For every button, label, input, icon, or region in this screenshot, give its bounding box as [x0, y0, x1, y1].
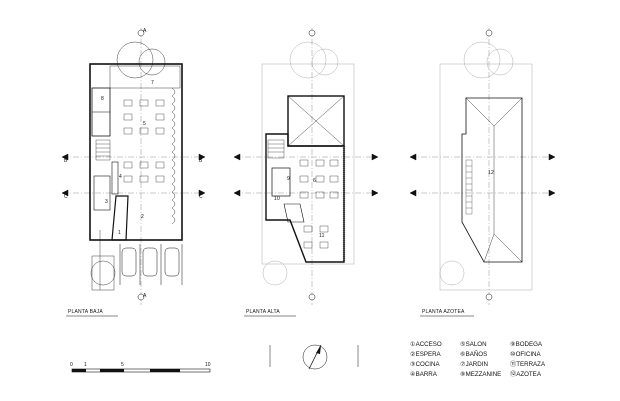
scale-bar	[71, 368, 211, 373]
legend-label: ESPERA	[415, 351, 441, 358]
legend-number: ①	[410, 341, 416, 348]
axis-lines	[410, 28, 555, 305]
skylight	[465, 159, 473, 215]
legend-label: BODEGA	[515, 341, 543, 348]
legend-number: ⑪	[510, 361, 517, 368]
scale-label-one: 1	[84, 362, 87, 368]
ground-plan-title: PLANTA BAJA	[68, 309, 103, 315]
legend-number: ③	[410, 361, 416, 368]
section-markers	[233, 29, 379, 301]
section-label: A	[143, 28, 147, 34]
legend-label: SALON	[465, 341, 487, 348]
legend-number: ②	[410, 351, 416, 358]
legend-item: ④BARRA	[410, 371, 460, 381]
legend-item: ②ESPERA	[410, 351, 460, 361]
room-number: 4	[119, 174, 122, 180]
section-markers	[409, 29, 556, 301]
legend-number: ⑩	[510, 351, 516, 358]
room-number: 10	[274, 196, 280, 202]
section-label: B	[199, 158, 203, 164]
axis-lines	[234, 28, 378, 305]
room-number: 9	[287, 176, 290, 182]
room-number: 7	[151, 80, 154, 86]
north-arrow-icon	[269, 344, 359, 370]
salon-tables	[123, 99, 165, 183]
upper-floor-plan	[233, 28, 379, 305]
legend-item: ⑦JARDIN	[460, 361, 510, 371]
legend-item: ⑥BAÑOS	[460, 351, 510, 361]
room-number: 12	[488, 170, 494, 176]
legend-number: ⑦	[460, 361, 466, 368]
legend-label: BAÑOS	[465, 351, 488, 358]
legend-label: TERRAZA	[516, 361, 546, 368]
section-label: B	[64, 158, 68, 164]
legend-label: JARDIN	[465, 361, 488, 368]
room-number: 11	[319, 233, 325, 239]
legend-label: COCINA	[415, 361, 440, 368]
room-number: 5	[143, 121, 146, 127]
room-number: 3	[105, 199, 108, 205]
upper-plan-title: PLANTA ALTA	[246, 309, 280, 315]
legend-item: ⑨BODEGA	[510, 341, 570, 351]
legend-item: ⑪TERRAZA	[510, 361, 570, 371]
section-markers	[61, 29, 206, 301]
ground-floor-plan	[61, 28, 206, 305]
legend-item: ⑫AZOTEA	[510, 371, 570, 381]
legend-label: MEZZANINE	[465, 371, 502, 378]
scale-label-five: 5	[121, 362, 124, 368]
legend-label: AZOTEA	[516, 371, 541, 378]
legend-item: ⑤SALON	[460, 341, 510, 351]
legend-item: ⑩OFICINA	[510, 351, 570, 361]
section-label: A	[143, 293, 147, 299]
section-label: C	[64, 194, 68, 200]
legend-number: ⑨	[510, 341, 516, 348]
room-number: 6	[313, 178, 316, 184]
section-label: C	[199, 194, 203, 200]
legend-number: ⑤	[460, 341, 466, 348]
axis-lines	[62, 28, 205, 305]
planting-strip	[171, 87, 176, 225]
parking-cars	[119, 244, 183, 285]
room-number: 8	[101, 96, 104, 102]
legend-number: ⑥	[460, 351, 466, 358]
legend-label: BARRA	[415, 371, 437, 378]
room-number: 1	[118, 230, 121, 236]
scale-label-zero: 0	[70, 362, 73, 368]
legend-number: ④	[410, 371, 416, 378]
legend-item: ①ACCESO	[410, 341, 460, 351]
legend-number: ⑫	[510, 371, 517, 378]
legend-item: ③COCINA	[410, 361, 460, 371]
legend-label: OFICINA	[515, 351, 541, 358]
room-number: 2	[141, 214, 144, 220]
roof-plan	[409, 28, 556, 305]
legend-number: ⑧	[460, 371, 466, 378]
roof-plan-title: PLANTA AZOTEA	[422, 309, 465, 315]
legend-item: ⑧MEZZANINE	[460, 371, 510, 381]
scale-label-ten: 10	[205, 362, 211, 368]
legend-label: ACCESO	[415, 341, 442, 348]
